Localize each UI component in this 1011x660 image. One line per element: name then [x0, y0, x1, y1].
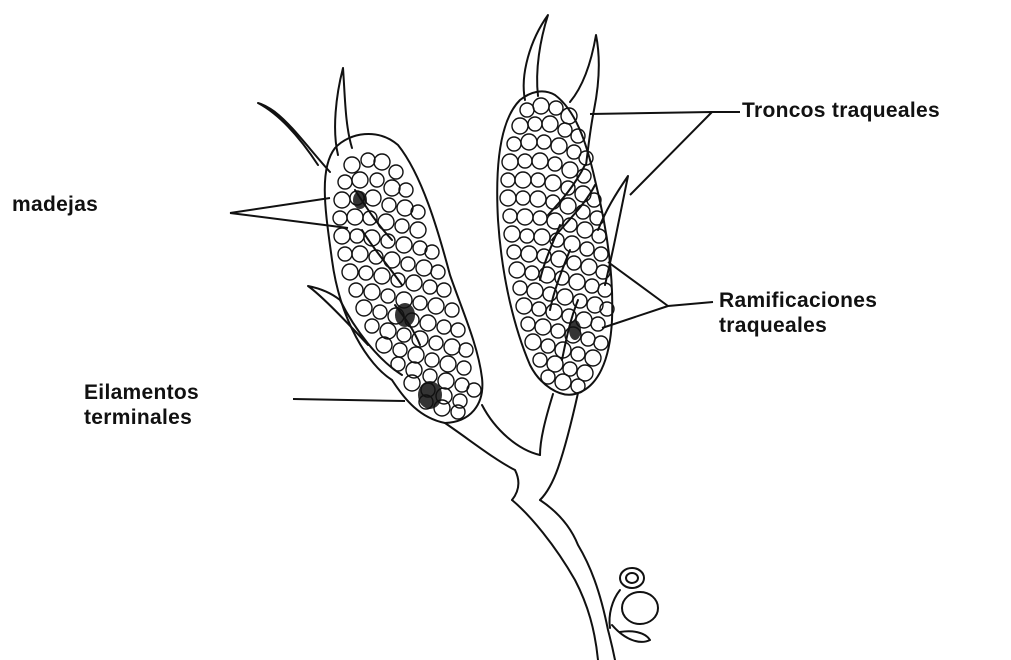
label-filamentos-terminales: Eilamentos terminales	[84, 380, 199, 430]
accessory-gland	[622, 592, 658, 624]
label-ramificaciones-line2: traqueales	[719, 313, 877, 338]
accessory-gland	[620, 568, 644, 588]
left-terminal-filament	[308, 286, 402, 375]
label-troncos-text: Troncos traqueales	[742, 98, 940, 123]
left-ovariole-outline	[325, 134, 483, 423]
dark-patch	[353, 191, 367, 209]
accessory-gland	[626, 573, 638, 583]
label-madejas: madejas	[12, 192, 98, 217]
leader-line-filamentos	[293, 399, 405, 401]
leader-line-ramificaciones	[602, 262, 713, 328]
right-egg-cluster	[500, 98, 614, 393]
right-terminal-filament	[524, 15, 548, 100]
label-filamentos-line1: Eilamentos	[84, 380, 199, 405]
label-ramificaciones-traqueales: Ramificaciones traqueales	[719, 288, 877, 338]
accessory-gland	[612, 625, 650, 642]
leader-line-troncos	[590, 112, 740, 195]
right-oviduct	[540, 393, 578, 500]
left-egg-cluster	[333, 153, 481, 419]
dark-patch	[418, 381, 442, 409]
label-madejas-text: madejas	[12, 192, 98, 217]
dark-patch	[569, 320, 581, 340]
leader-line-madejas	[230, 198, 348, 228]
label-ramificaciones-line1: Ramificaciones	[719, 288, 877, 313]
label-filamentos-line2: terminales	[84, 405, 199, 430]
common-oviduct	[512, 500, 615, 660]
dark-patch	[395, 303, 415, 327]
label-troncos-traqueales: Troncos traqueales	[742, 98, 940, 123]
left-terminal-filament	[258, 103, 330, 172]
